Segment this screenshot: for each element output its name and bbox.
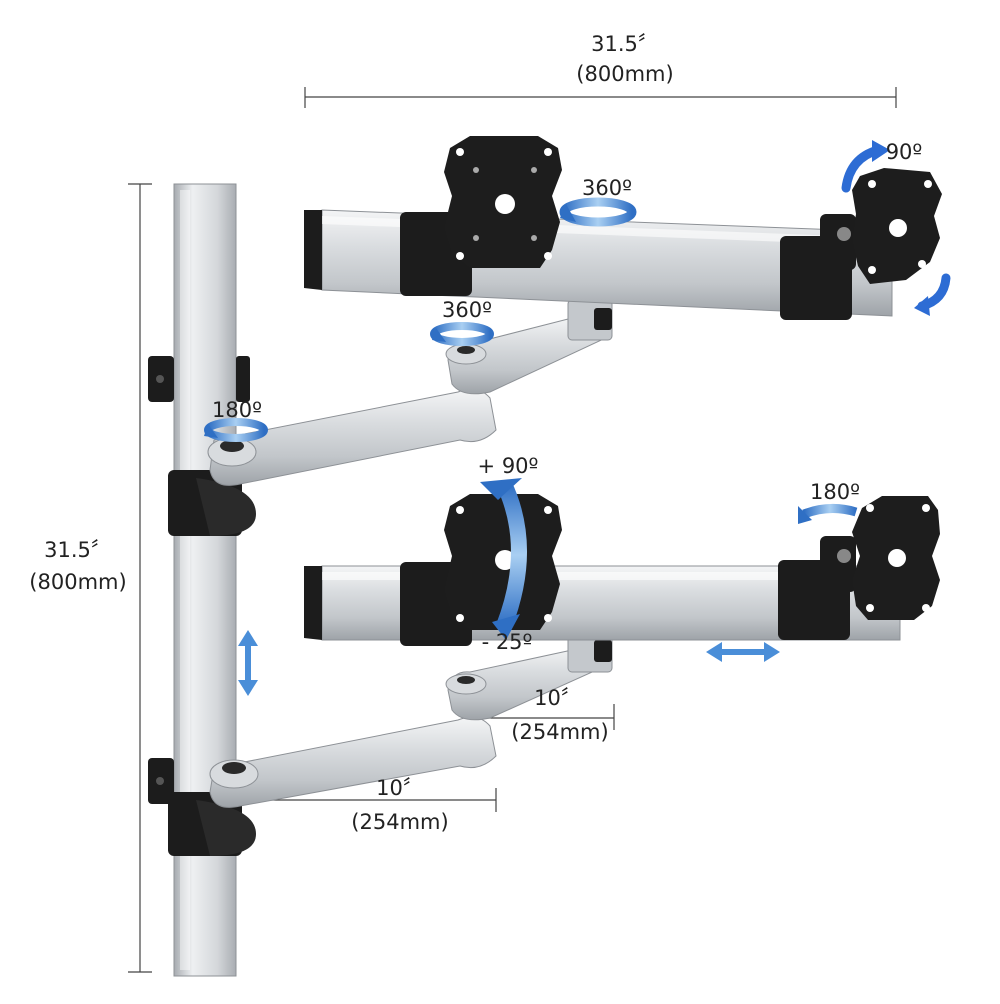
top-width-mm-label: (800mm) (576, 62, 674, 86)
rotate-180-pole-joint-arrow-icon (204, 418, 268, 442)
top-mount-rotation-label: 360º (582, 176, 632, 200)
lower-arm-dimension-line (240, 788, 497, 812)
rotate-90-top-right-arrow-icon (841, 140, 951, 316)
pole-height-inches-label: 31.5〞 (44, 538, 112, 562)
pole-height-dimension-line (128, 183, 152, 973)
top-right-vesa-plate (852, 168, 942, 284)
bottom-left-vesa-plate (444, 494, 562, 630)
top-width-inches-label: 31.5〞 (591, 32, 659, 56)
wall-bracket-upper (148, 356, 250, 402)
tilt-arrow-bottom-left-icon (480, 478, 527, 640)
rotate-360-top-mount-arrow-icon (559, 197, 637, 227)
pole-height-mm-label: (800mm) (29, 570, 127, 594)
pole-collar-lower (168, 792, 256, 856)
upper-arm-inches-label: 10〞 (534, 686, 582, 710)
top-right-mount-clamp (780, 214, 856, 320)
bottom-right-vesa-plate (852, 496, 940, 620)
top-left-vesa-plate (444, 136, 562, 268)
tilt-up-label: + 90º (477, 454, 539, 478)
bottom-right-rotation-label: 180º (810, 480, 860, 504)
top-width-dimension-line (304, 87, 897, 108)
upper-arm-mm-label: (254mm) (511, 720, 609, 744)
slide-horizontal-arrow-icon (706, 642, 780, 662)
lower-arm-inches-label: 10〞 (376, 776, 424, 800)
lower-arm-mm-label: (254mm) (351, 810, 449, 834)
upper-arm-upper-segment (445, 299, 613, 395)
tilt-down-label: - 25º (481, 630, 533, 654)
pole-collar-upper (168, 470, 256, 536)
rotate-180-bottom-right-arrow-icon (798, 504, 858, 524)
bottom-right-mount-clamp (778, 536, 856, 640)
slide-vertical-arrow-icon (238, 630, 258, 696)
vertical-pole (173, 183, 237, 977)
wall-bracket-lower (148, 758, 174, 804)
lower-arm-upper-segment (445, 631, 613, 721)
pole-joint-rotation-label: 180º (212, 398, 262, 422)
top-right-rotation-label: 90º (885, 140, 923, 164)
rotate-360-arm-joint-arrow-icon (430, 322, 494, 346)
arm-joint-rotation-label: 360º (442, 298, 492, 322)
